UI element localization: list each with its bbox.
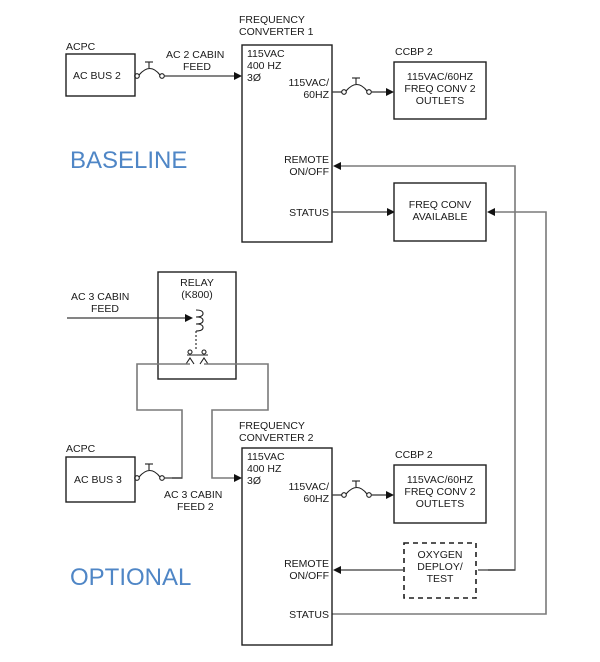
converter-1-title-2: CONVERTER 1 (239, 26, 314, 38)
conv2-remote-2: ON/OFF (289, 570, 329, 582)
conv1-input-1: 115VAC (247, 48, 285, 60)
conv2-status: STATUS (289, 609, 329, 621)
feed2-label-1: AC 3 CABIN (164, 489, 222, 501)
conv1-output-2: 60HZ (303, 89, 329, 101)
arrow-icon (386, 491, 394, 499)
available-text-2: AVAILABLE (412, 211, 467, 223)
ac-bus-2-label: AC BUS 2 (73, 70, 121, 82)
outlets2-text-2: FREQ CONV 2 (404, 486, 475, 498)
circuit-breaker-icon (134, 61, 165, 79)
freq-conv-available-box (393, 182, 487, 242)
relay-title-1: RELAY (180, 277, 214, 289)
relay-contact-icon (185, 349, 209, 365)
ac-bus-3-label: AC BUS 3 (74, 474, 122, 486)
arrow-icon (333, 566, 341, 574)
ccbp-outlets-box-top (393, 61, 487, 120)
conv2-output-2: 60HZ (303, 493, 329, 505)
baseline-title: BASELINE (70, 147, 187, 174)
conv2-output-1: 115VAC/ (289, 481, 330, 493)
conv1-remote-2: ON/OFF (289, 166, 329, 178)
relay-to-ac-bus-3-wire (136, 363, 190, 479)
feed-label-1: AC 2 CABIN (166, 49, 224, 61)
circuit-breaker-icon (134, 463, 165, 481)
acpc-label-top: ACPC (66, 41, 96, 53)
arrow-icon (185, 314, 193, 322)
ac-bus-2-box (65, 53, 136, 97)
converter-2-title-1: FREQUENCY (239, 420, 305, 432)
frequency-converter-1-box (241, 44, 333, 243)
outlets2-text-1: 115VAC/60HZ (407, 474, 474, 486)
optional-title: OPTIONAL (70, 564, 191, 591)
conv2-input-1: 115VAC (247, 451, 285, 463)
ccbp-outlets-box-bottom (393, 464, 487, 524)
conv2-input-2: 400 HZ (247, 463, 282, 475)
arrow-icon (386, 88, 394, 96)
converter-1-title-1: FREQUENCY (239, 14, 305, 26)
converter-2-title-2: CONVERTER 2 (239, 432, 314, 444)
oxygen-text-3: TEST (427, 573, 454, 585)
arrow-icon (387, 208, 395, 216)
acpc-label-bottom: ACPC (66, 443, 96, 455)
conv2-remote-1: REMOTE (284, 558, 329, 570)
relay-to-converter-2-wire (204, 363, 269, 479)
arrow-icon (333, 162, 341, 170)
conv1-output-1: 115VAC/ (289, 77, 330, 89)
outlets-text-3: OUTLETS (416, 95, 464, 107)
relay-k800-box (157, 271, 237, 380)
arrow-icon (234, 474, 242, 482)
conv1-status: STATUS (289, 207, 329, 219)
outlets-text-1: 115VAC/60HZ (407, 71, 474, 83)
conv2-input-3: 3Ø (247, 475, 261, 487)
status-wire (332, 211, 547, 615)
conv1-remote-1: REMOTE (284, 154, 329, 166)
relay-title-2: (K800) (181, 289, 213, 301)
relay-feed-label-1: AC 3 CABIN (71, 291, 129, 303)
relay-feed-label-2: FEED (91, 303, 119, 315)
arrow-icon (234, 72, 242, 80)
outlets-text-2: FREQ CONV 2 (404, 83, 475, 95)
outlets2-text-3: OUTLETS (416, 498, 464, 510)
relay-coil-icon (195, 309, 204, 350)
oxygen-text-1: OXYGEN (418, 549, 463, 561)
available-text-1: FREQ CONV (409, 199, 471, 211)
feed2-label-2: FEED 2 (177, 501, 214, 513)
arrow-icon (487, 208, 495, 216)
circuit-breaker-icon (341, 77, 372, 95)
conv1-input-3: 3Ø (247, 72, 261, 84)
circuit-breaker-icon (341, 480, 372, 498)
oxygen-deploy-test-box (403, 542, 477, 599)
ccbp-label-top: CCBP 2 (395, 46, 433, 58)
oxygen-text-2: DEPLOY/ (417, 561, 463, 573)
feed-label-2: FEED (183, 61, 211, 73)
frequency-converter-2-box (241, 447, 333, 646)
conv1-input-2: 400 HZ (247, 60, 282, 72)
ccbp-label-bottom: CCBP 2 (395, 449, 433, 461)
